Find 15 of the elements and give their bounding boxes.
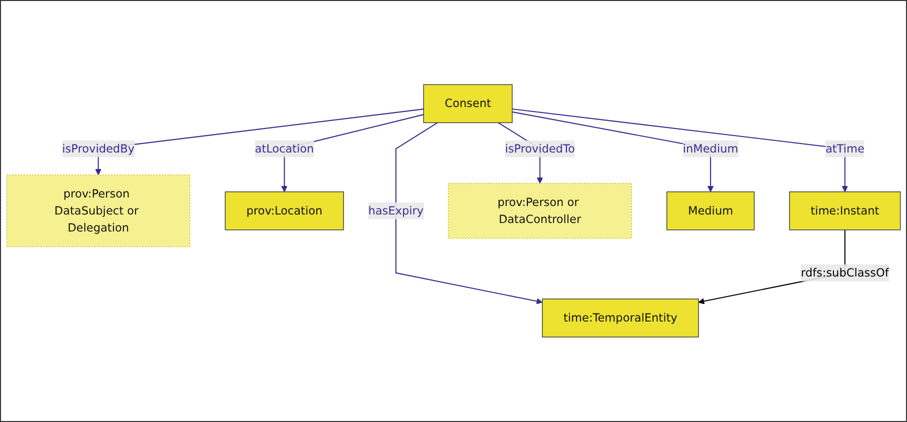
node-box: prov:Person or DataController (448, 183, 632, 239)
node-box: time:TemporalEntity (542, 298, 699, 338)
node-box: prov:Person DataSubject or Delegation (6, 174, 190, 248)
node-box: time:Instant (789, 192, 901, 230)
arrow (95, 108, 424, 176)
edge-label: atTime (825, 142, 864, 156)
node-box: Medium (666, 192, 755, 230)
edge-label: rdfs:subClassOf (800, 266, 889, 280)
edge-label: isProvidedBy (62, 142, 135, 156)
node-box: Consent (423, 84, 513, 124)
node-box: prov:Location (224, 192, 344, 230)
edge-label: atLocation (254, 142, 314, 156)
edge-label: hasExpiry (368, 204, 424, 218)
edge-label: isProvidedTo (504, 142, 575, 156)
edge-label: inMedium (682, 142, 738, 156)
